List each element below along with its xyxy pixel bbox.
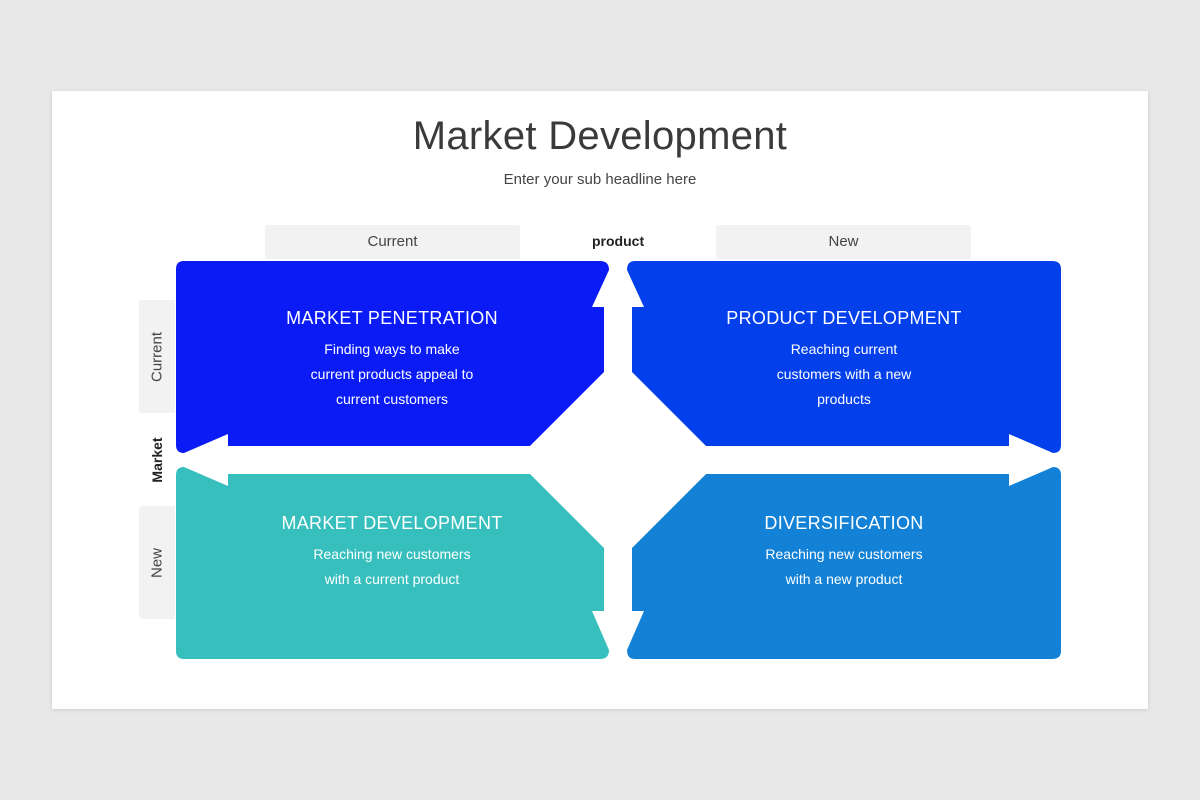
quadrant-description: Reaching new customers with a current pr… <box>313 546 471 587</box>
quadrant-market-development: MARKET DEVELOPMENT Reaching new customer… <box>212 513 572 592</box>
quadrant-product-development: PRODUCT DEVELOPMENT Reaching current cus… <box>664 308 1024 412</box>
quadrant-product-development-shape <box>627 261 1061 453</box>
quadrant-description: Reaching current customers with a new pr… <box>776 341 912 407</box>
quadrant-diversification: DIVERSIFICATION Reaching new customers w… <box>664 513 1024 592</box>
quadrant-title: MARKET DEVELOPMENT <box>281 513 503 533</box>
row-label-current: Current <box>139 300 175 413</box>
quadrant-product-development-highlight <box>632 372 706 446</box>
quadrant-diversification-shape <box>627 467 1061 659</box>
column-label-new: New <box>716 225 971 259</box>
product-axis-label: product <box>592 233 645 249</box>
quadrant-market-penetration-shape <box>176 261 609 453</box>
quadrant-market-penetration-highlight <box>530 372 604 446</box>
quadrant-title: PRODUCT DEVELOPMENT <box>726 308 962 328</box>
column-label-current: Current <box>265 225 520 259</box>
quadrant-market-development-shape <box>176 467 609 659</box>
quadrant-market-penetration: MARKET PENETRATION Finding ways to make … <box>212 308 572 412</box>
quadrant-description: Reaching new customers with a new produc… <box>765 546 923 587</box>
quadrant-title: DIVERSIFICATION <box>764 513 924 533</box>
quadrant-title: MARKET PENETRATION <box>286 308 498 328</box>
slide-title: Market Development <box>412 114 788 158</box>
quadrant-description: Finding ways to make current products ap… <box>310 341 474 407</box>
slide-subtitle: Enter your sub headline here <box>503 171 697 188</box>
row-label-new: New <box>139 506 175 619</box>
quadrant-market-development-highlight <box>530 474 604 548</box>
quadrant-diversification-highlight <box>632 474 706 548</box>
